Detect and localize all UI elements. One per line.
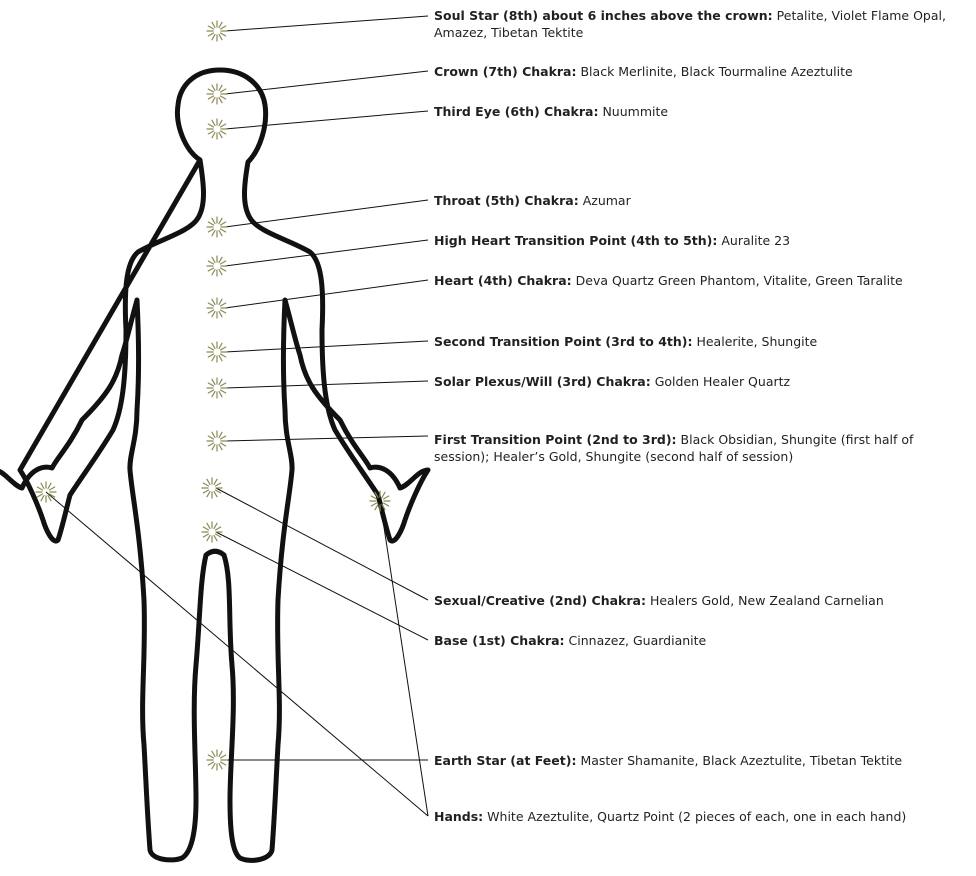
label-throat: Throat (5th) Chakra: Azumar	[434, 192, 631, 209]
leader-lines	[46, 16, 428, 816]
label-high-heart: High Heart Transition Point (4th to 5th)…	[434, 232, 790, 249]
label-soul-star-name: Soul Star (8th) about 6 inches above the…	[434, 8, 773, 23]
label-crown-stones: Black Merlinite, Black Tourmaline Azeztu…	[580, 64, 852, 79]
chakra-burst-second-transition	[207, 342, 227, 362]
chakra-burst-heart	[207, 298, 227, 318]
label-solar-plexus: Solar Plexus/Will (3rd) Chakra: Golden H…	[434, 373, 790, 390]
label-third-eye-stones: Nuummite	[602, 104, 668, 119]
label-first-transition: First Transition Point (2nd to 3rd): Bla…	[434, 431, 970, 465]
label-hands-stones: White Azeztulite, Quartz Point (2 pieces…	[487, 809, 906, 824]
leader-heart	[225, 280, 428, 308]
label-solar-plexus-name: Solar Plexus/Will (3rd) Chakra:	[434, 374, 651, 389]
label-heart-name: Heart (4th) Chakra:	[434, 273, 572, 288]
label-second-transition-name: Second Transition Point (3rd to 4th):	[434, 334, 692, 349]
leader-hands-left	[46, 492, 428, 816]
chakra-markers	[36, 21, 390, 770]
label-heart-stones: Deva Quartz Green Phantom, Vitalite, Gre…	[576, 273, 903, 288]
label-soul-star: Soul Star (8th) about 6 inches above the…	[434, 7, 970, 41]
label-earth-star-stones: Master Shamanite, Black Azeztulite, Tibe…	[580, 753, 902, 768]
leader-sexual	[216, 488, 428, 600]
chakra-burst-throat	[207, 217, 227, 237]
label-sexual-name: Sexual/Creative (2nd) Chakra:	[434, 593, 646, 608]
chakra-burst-crown	[207, 84, 227, 104]
label-heart: Heart (4th) Chakra: Deva Quartz Green Ph…	[434, 272, 903, 289]
label-throat-stones: Azumar	[583, 193, 631, 208]
leader-soul-star	[225, 16, 428, 31]
label-second-transition: Second Transition Point (3rd to 4th): He…	[434, 333, 817, 350]
label-sexual: Sexual/Creative (2nd) Chakra: Healers Go…	[434, 592, 884, 609]
label-first-transition-name: First Transition Point (2nd to 3rd):	[434, 432, 677, 447]
label-solar-plexus-stones: Golden Healer Quartz	[655, 374, 790, 389]
chakra-burst-third-eye	[207, 119, 227, 139]
label-base-name: Base (1st) Chakra:	[434, 633, 565, 648]
label-second-transition-stones: Healerite, Shungite	[696, 334, 817, 349]
label-base: Base (1st) Chakra: Cinnazez, Guardianite	[434, 632, 706, 649]
label-base-stones: Cinnazez, Guardianite	[569, 633, 707, 648]
label-hands: Hands: White Azeztulite, Quartz Point (2…	[434, 808, 906, 825]
chakra-burst-solar-plexus	[207, 378, 227, 398]
label-high-heart-stones: Auralite 23	[721, 233, 790, 248]
chakra-burst-first-transition	[207, 431, 227, 451]
body-outline	[0, 70, 428, 860]
chakra-burst-high-heart	[207, 256, 227, 276]
label-throat-name: Throat (5th) Chakra:	[434, 193, 579, 208]
leader-first-transition	[225, 436, 428, 441]
label-crown: Crown (7th) Chakra: Black Merlinite, Bla…	[434, 63, 853, 80]
label-crown-name: Crown (7th) Chakra:	[434, 64, 577, 79]
label-sexual-stones: Healers Gold, New Zealand Carnelian	[650, 593, 884, 608]
leader-base	[216, 532, 428, 640]
chakra-burst-earth-star	[207, 750, 227, 770]
leader-third-eye	[225, 111, 428, 129]
chakra-burst-sexual	[202, 478, 222, 498]
chakra-burst-base	[202, 522, 222, 542]
leader-hands-right	[380, 501, 428, 816]
chakra-burst-soul-star	[207, 21, 227, 41]
label-third-eye-name: Third Eye (6th) Chakra:	[434, 104, 598, 119]
label-earth-star: Earth Star (at Feet): Master Shamanite, …	[434, 752, 902, 769]
label-third-eye: Third Eye (6th) Chakra: Nuummite	[434, 103, 668, 120]
label-earth-star-name: Earth Star (at Feet):	[434, 753, 576, 768]
leader-second-transition	[225, 341, 428, 352]
leader-throat	[225, 200, 428, 227]
leader-high-heart	[225, 240, 428, 266]
label-hands-name: Hands:	[434, 809, 483, 824]
label-high-heart-name: High Heart Transition Point (4th to 5th)…	[434, 233, 717, 248]
